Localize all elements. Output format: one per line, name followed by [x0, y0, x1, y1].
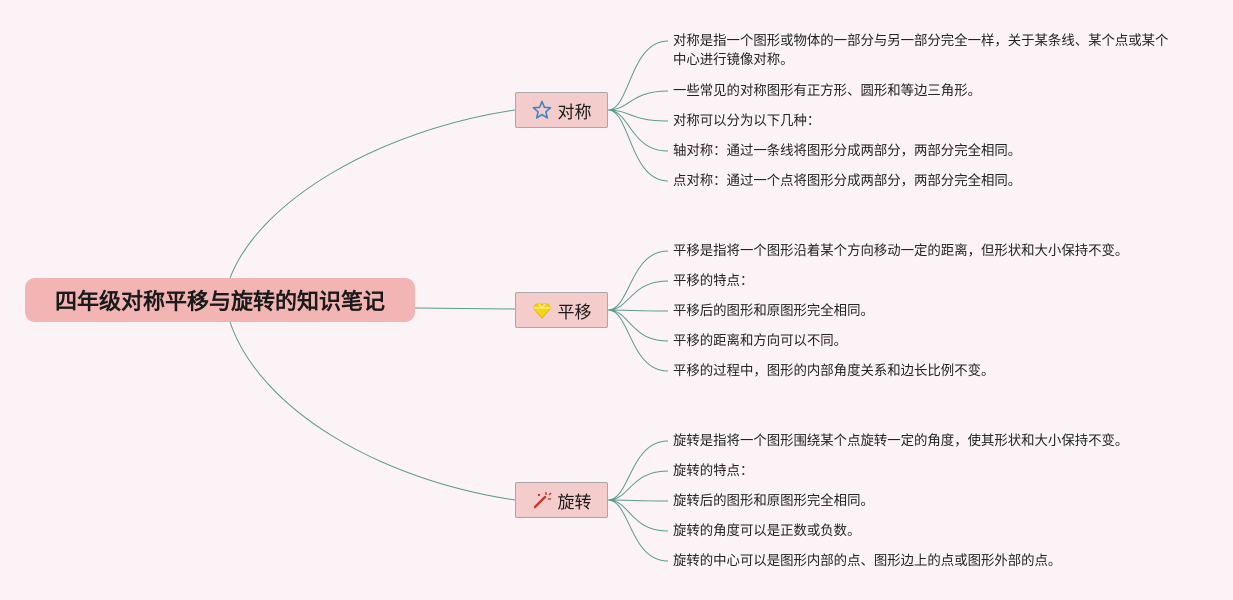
connector-root-translation — [414, 307, 516, 310]
leaf-symmetry-2[interactable]: 一些常见的对称图形有正方形、圆形和等边三角形。 — [673, 84, 981, 99]
topic-translation[interactable]: 平移 — [515, 292, 608, 328]
leaf-symmetry-3[interactable]: 对称可以分为以下几种： — [673, 114, 821, 129]
connector-root-rotation — [229, 321, 516, 501]
connector-topic-leaf — [607, 499, 669, 502]
leaf-symmetry-4[interactable]: 轴对称：通过一条线将图形分成两部分，两部分完全相同。 — [673, 144, 1022, 159]
topic-rotation-label: 旋转 — [557, 492, 592, 513]
leaf-rotation-4[interactable]: 旋转的角度可以是正数或负数。 — [673, 524, 861, 539]
central-topic-label: 四年级对称平移与旋转的知识笔记 — [54, 290, 385, 315]
connector-topic-leaf — [607, 309, 669, 312]
topic-symmetry-label: 对称 — [557, 102, 592, 123]
diamond-icon — [531, 300, 552, 320]
leaf-translation-1[interactable]: 平移是指将一个图形沿着某个方向移动一定的距离，但形状和大小保持不变。 — [673, 244, 1129, 259]
connector-topic-leaf — [607, 440, 669, 501]
connector-topic-leaf — [607, 109, 669, 122]
topic-rotation[interactable]: 旋转 — [515, 482, 608, 518]
connector-topic-leaf — [607, 109, 669, 152]
connector-topic-leaf — [607, 499, 669, 532]
leaf-symmetry-1[interactable]: 对称是指一个图形或物体的一部分与另一部分完全一样，关于某条线、某个点或某个中心进… — [673, 34, 1169, 68]
connector-topic-leaf — [607, 250, 669, 311]
connector-topic-leaf — [607, 499, 669, 562]
connector-topic-leaf — [607, 470, 669, 501]
leaf-symmetry-5[interactable]: 点对称：通过一个点将图形分成两部分，两部分完全相同。 — [673, 174, 1022, 189]
leaf-translation-2[interactable]: 平移的特点： — [673, 274, 754, 289]
connector-topic-leaf — [607, 90, 669, 111]
leaf-rotation-1[interactable]: 旋转是指将一个图形围绕某个点旋转一定的角度，使其形状和大小保持不变。 — [673, 434, 1129, 449]
leaf-rotation-2[interactable]: 旋转的特点： — [673, 464, 754, 479]
connector-topic-leaf — [607, 109, 669, 182]
connector-topic-leaf — [607, 309, 669, 342]
leaf-rotation-3[interactable]: 旋转后的图形和原图形完全相同。 — [673, 494, 874, 509]
connector-topic-leaf — [607, 309, 669, 372]
leaf-translation-4[interactable]: 平移的距离和方向可以不同。 — [673, 334, 848, 349]
star-icon — [532, 100, 552, 120]
magic-wand-icon — [532, 490, 552, 510]
connector-root-symmetry — [229, 109, 516, 279]
connector-topic-leaf — [607, 280, 669, 311]
central-topic[interactable]: 四年级对称平移与旋转的知识笔记 — [25, 278, 415, 322]
leaf-translation-3[interactable]: 平移后的图形和原图形完全相同。 — [673, 304, 874, 319]
topic-symmetry[interactable]: 对称 — [515, 92, 608, 128]
topic-translation-label: 平移 — [557, 302, 592, 323]
leaf-rotation-5[interactable]: 旋转的中心可以是图形内部的点、图形边上的点或图形外部的点。 — [673, 554, 1062, 569]
leaf-translation-5[interactable]: 平移的过程中，图形的内部角度关系和边长比例不变。 — [673, 364, 995, 379]
connector-topic-leaf — [607, 40, 669, 111]
